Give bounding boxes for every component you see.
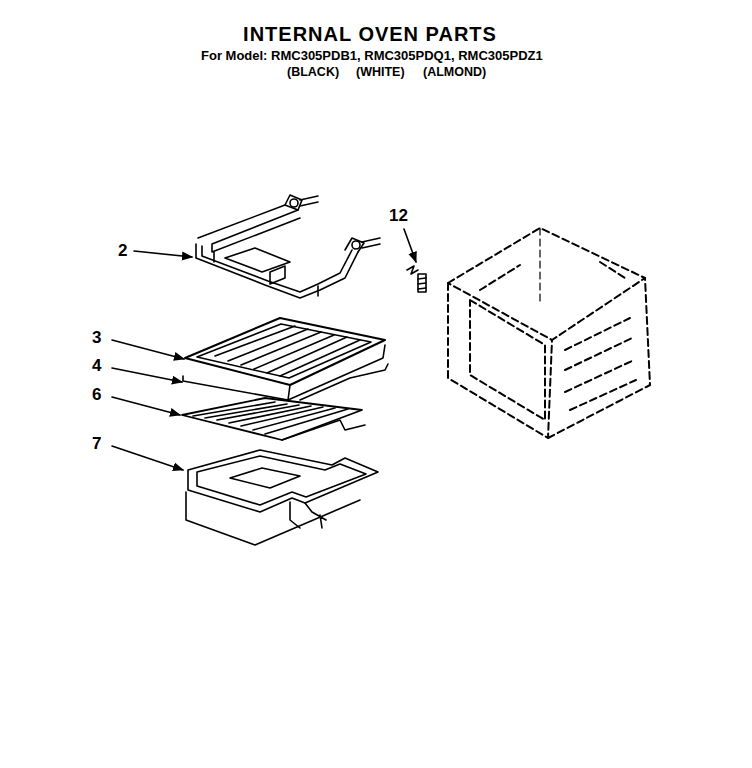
oven-cavity bbox=[448, 228, 650, 438]
color-name: (BLACK) bbox=[287, 66, 339, 79]
oven-rack bbox=[182, 398, 365, 440]
callout-number: 3 bbox=[92, 329, 101, 346]
color-name: (ALMOND) bbox=[423, 66, 486, 79]
diagram-title: INTERNAL OVEN PARTS bbox=[243, 24, 497, 44]
model-list: For Model: RMC305PDB1, RMC305PDQ1, RMC30… bbox=[201, 49, 543, 62]
callout-number: 6 bbox=[92, 386, 101, 403]
callout-number: 4 bbox=[92, 357, 101, 374]
leader-lines bbox=[112, 229, 416, 470]
callout-number: 2 bbox=[118, 242, 127, 259]
broil-element bbox=[196, 195, 380, 298]
broil-grid bbox=[183, 345, 388, 400]
callout-number: 7 bbox=[92, 435, 101, 452]
screw bbox=[407, 266, 426, 292]
color-name: (WHITE) bbox=[356, 66, 405, 79]
bake-element bbox=[186, 450, 378, 545]
broil-pan bbox=[185, 318, 385, 385]
callout-number: 12 bbox=[389, 207, 408, 224]
